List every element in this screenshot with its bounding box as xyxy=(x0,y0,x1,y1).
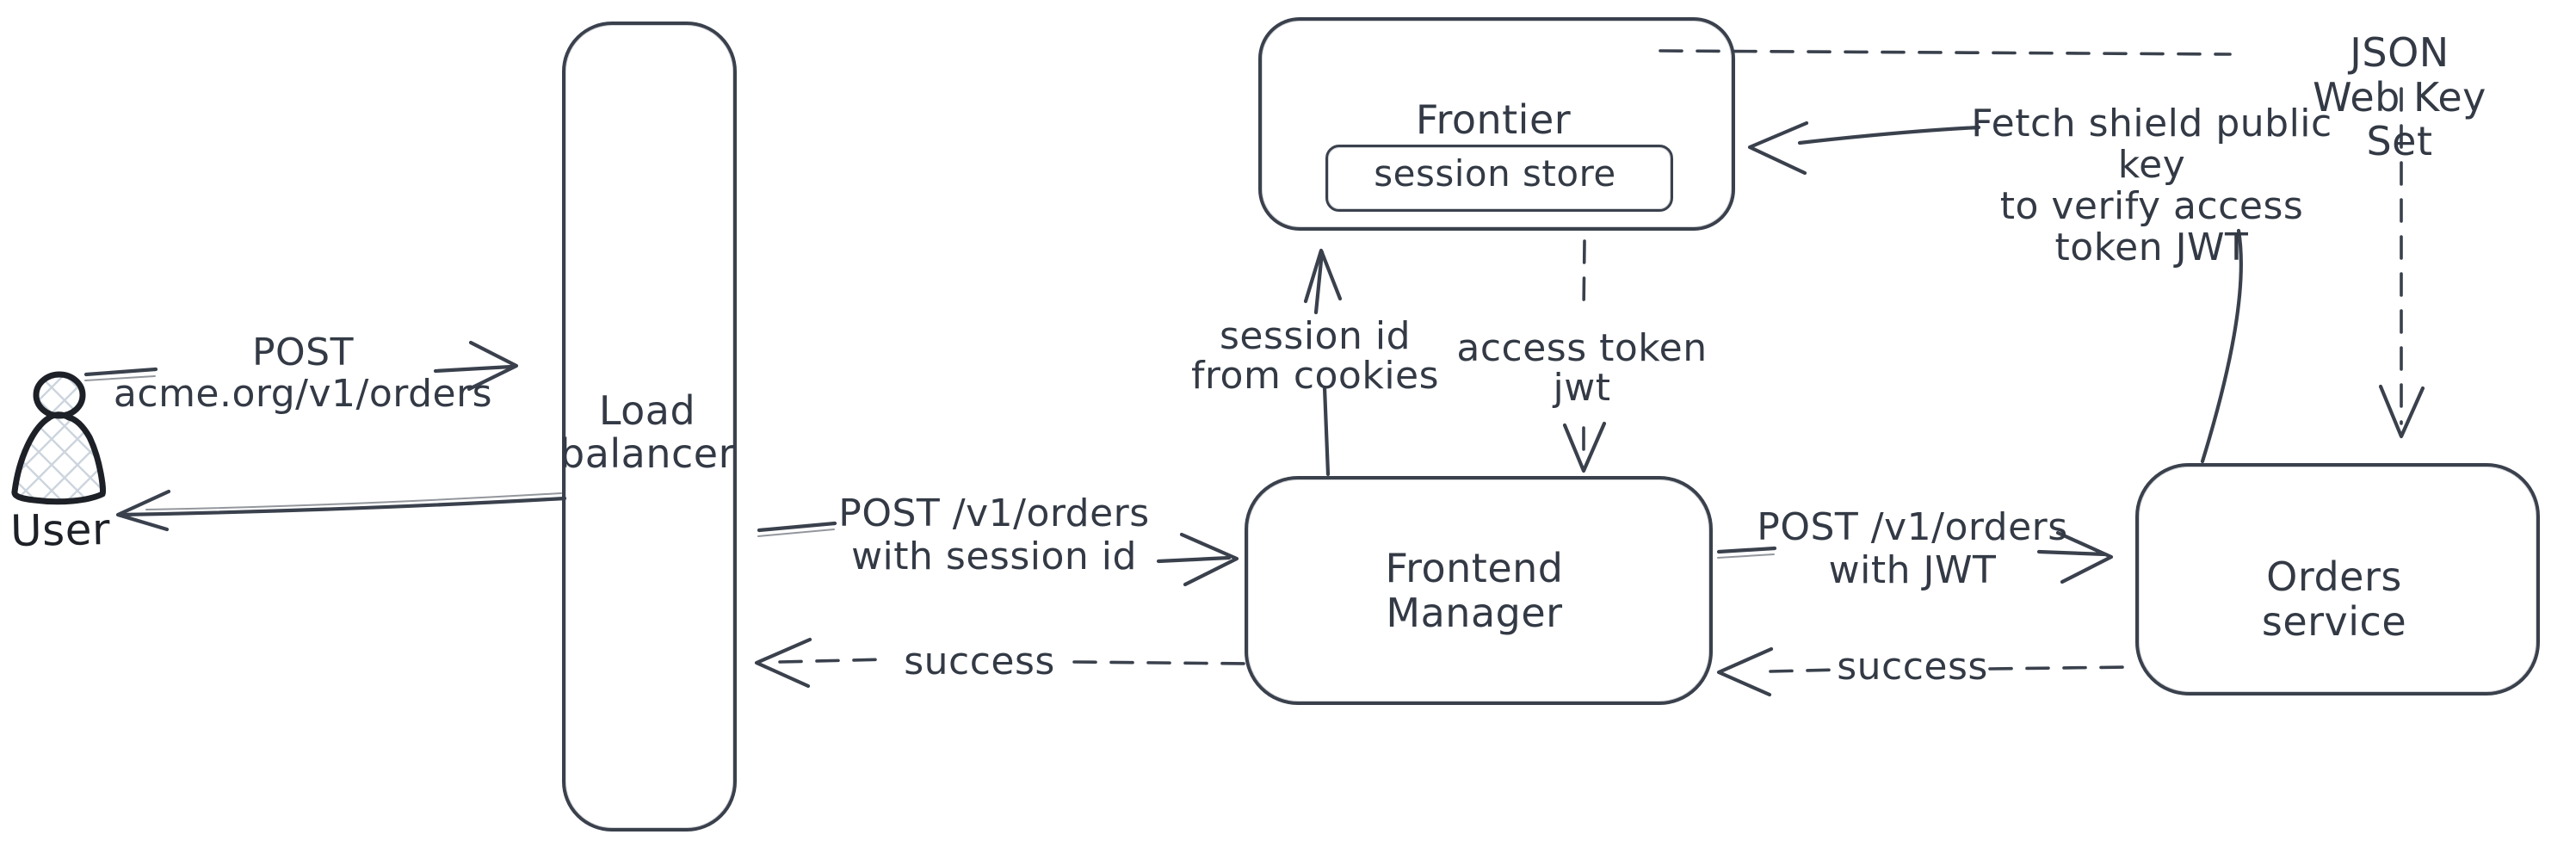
edge-label-session-id: session id from cookies xyxy=(1190,314,1440,398)
dashed-arrow-jwks-to-orders-service xyxy=(2378,87,2425,439)
edge-label-access-token: access token jwt xyxy=(1456,326,1708,410)
user-body xyxy=(11,411,106,505)
user-head xyxy=(33,371,86,419)
edge-label-fm-to-orders: POST /v1/orders with JWT xyxy=(1757,505,2068,592)
edge-label-fm-to-lb-success: success xyxy=(904,640,1055,683)
edge-label-user-request: POST acme.org/v1/orders xyxy=(113,331,493,416)
arrow-frontier-to-frontend-manager xyxy=(1562,239,1607,473)
orders-service-label: Orders service xyxy=(2261,553,2407,645)
session-store-label: session store xyxy=(1374,152,1616,195)
orders-service-node xyxy=(2135,463,2540,696)
edge-label-orders-to-fm-success: success xyxy=(1837,645,1988,689)
arrow-user-to-load-balancer xyxy=(83,340,519,392)
edge-label-lb-to-fm: POST /v1/orders with session id xyxy=(838,492,1150,578)
arrow-load-balancer-to-user xyxy=(115,489,567,532)
frontend-manager-node xyxy=(1245,476,1713,705)
arrow-load-balancer-to-frontend-manager xyxy=(757,521,1239,587)
arrow-orders-service-to-frontend-manager-success xyxy=(1716,646,2129,697)
arrow-frontend-manager-to-orders-service xyxy=(1716,530,2114,584)
arrow-frontend-manager-to-load-balancer-success xyxy=(754,637,1247,689)
load-balancer-label: Load balancer xyxy=(559,387,736,477)
edge-label-fetch-public-key: Fetch shield public key to verify access… xyxy=(1971,102,2332,269)
jwks-label: JSON Web Key Set xyxy=(2313,29,2486,165)
dashed-line-frontier-to-jwks xyxy=(1659,49,2232,56)
arrow-frontend-manager-to-frontier xyxy=(1303,248,1343,477)
frontier-label: Frontier xyxy=(1415,96,1572,143)
session-store-node xyxy=(1325,145,1673,212)
user-figure xyxy=(11,371,106,505)
frontier-node xyxy=(1258,17,1735,231)
load-balancer-node xyxy=(562,22,737,832)
user-label: User xyxy=(9,504,111,557)
frontend-manager-label: Frontend Manager xyxy=(1385,545,1564,636)
arrow-orders-service-to-frontier xyxy=(1747,121,2243,464)
